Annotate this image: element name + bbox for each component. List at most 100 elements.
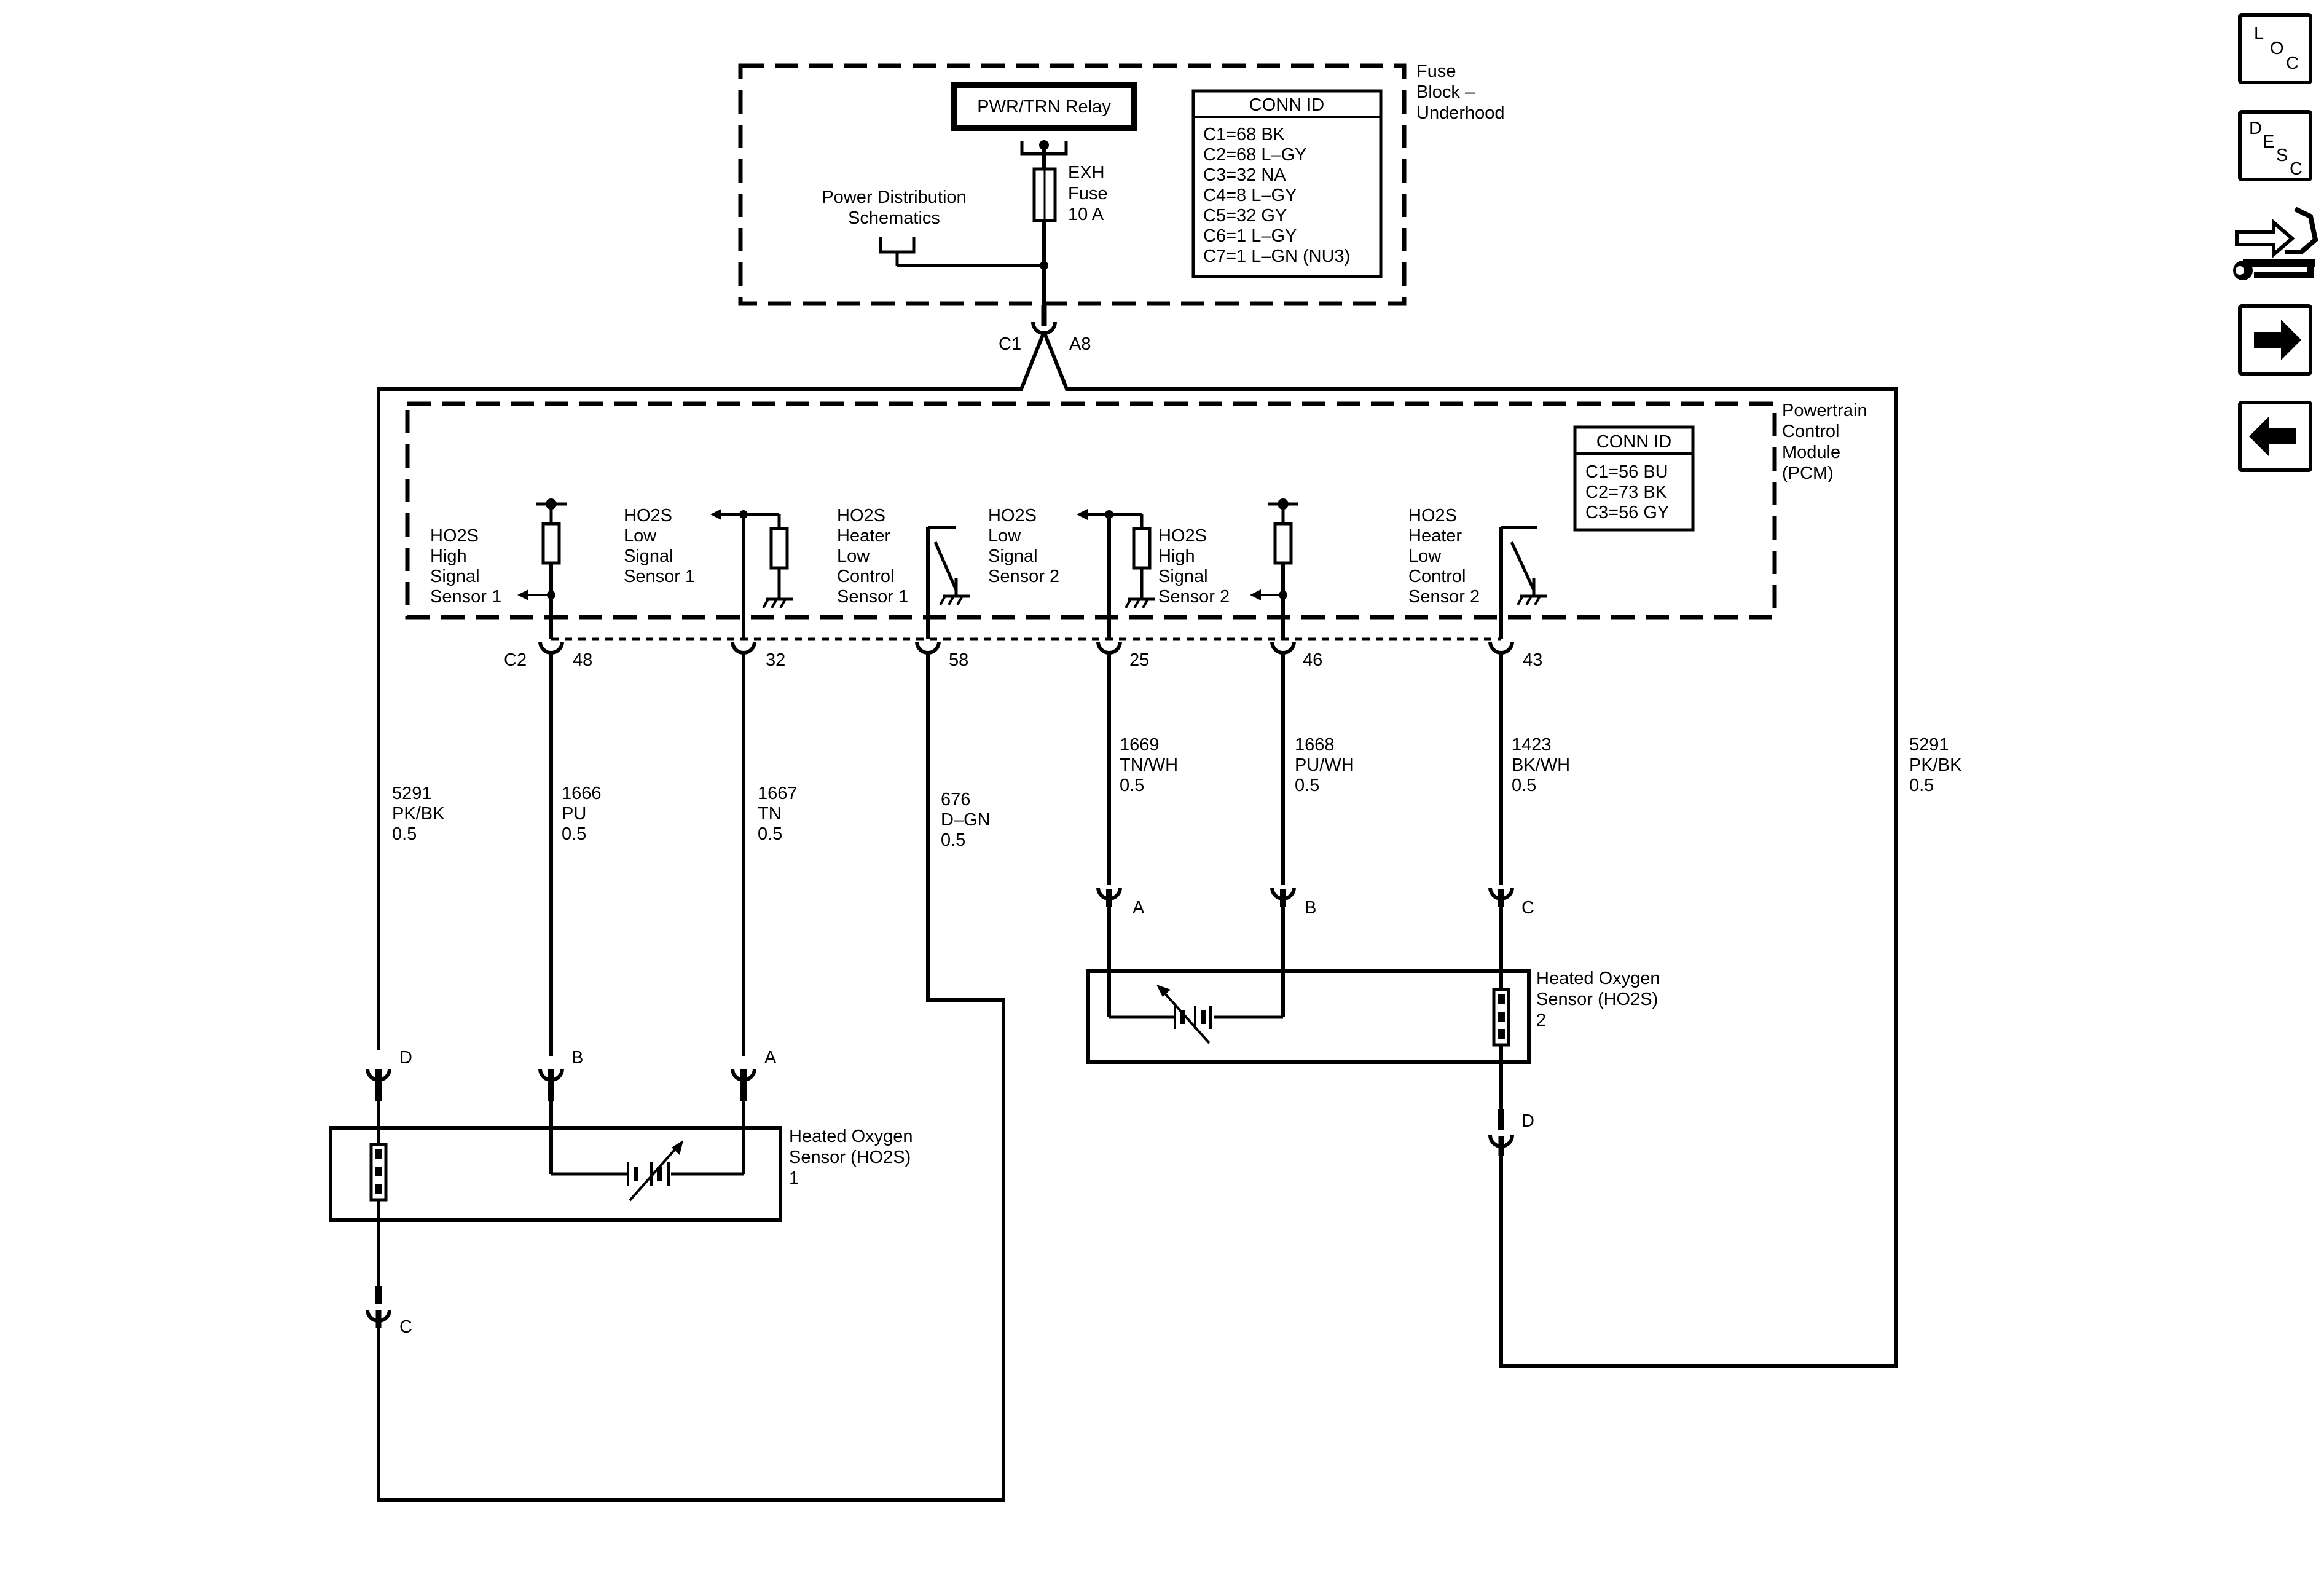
wire-color: PK/BK <box>392 804 445 824</box>
conn-id-row: C1=56 BU <box>1585 462 1668 482</box>
wire-number: 1423 <box>1512 735 1552 755</box>
relay-label: PWR/TRN Relay <box>977 97 1111 117</box>
pcm-c2-connector: C2 48 32 58 25 46 43 <box>504 637 1542 670</box>
signal-label: Signal <box>624 546 673 566</box>
fuse-connector-label: C1 <box>999 334 1021 354</box>
pcm-circuit-heater-control-sensor-1 <box>926 526 970 639</box>
pcm-circuit-low-signal-sensor-2 <box>1077 509 1155 639</box>
pcm-pin-label: 32 <box>766 650 785 670</box>
wire-label-1423: 1423 BK/WH 0.5 <box>1512 735 1570 795</box>
wire-color: PU/WH <box>1295 755 1354 775</box>
wire-number: 676 <box>941 790 970 809</box>
signal-label: Heater <box>837 526 890 546</box>
signal-label: HO2S <box>1158 526 1207 546</box>
pcm-name-4: (PCM) <box>1782 463 1834 483</box>
wire-label-676: 676 D–GN 0.5 <box>941 790 991 850</box>
signal-label: Sensor 1 <box>837 587 908 607</box>
signal-label: Sensor 2 <box>1158 587 1230 607</box>
wire-number: 1666 <box>562 784 602 803</box>
wire-size: 0.5 <box>1295 776 1319 795</box>
conn-id-row: C2=68 L–GY <box>1203 145 1306 165</box>
wire-color: PU <box>562 804 586 824</box>
wire-color: BK/WH <box>1512 755 1570 775</box>
next-arrow-icon <box>2254 320 2301 360</box>
signal-label: Heater <box>1408 526 1462 546</box>
signal-label: High <box>430 546 467 566</box>
wire-label-1669: 1669 TN/WH 0.5 <box>1120 735 1178 795</box>
fuse-pin-label: A8 <box>1069 334 1091 354</box>
conn-id-row: C6=1 L–GY <box>1203 226 1297 246</box>
wire-label-1666: 1666 PU 0.5 <box>562 784 602 844</box>
power-dist-label-1: Power Distribution <box>822 187 966 207</box>
wire-676 <box>377 652 1005 1502</box>
conn-id-row: C2=73 BK <box>1585 482 1668 502</box>
sensor1-name-2: Sensor (HO2S) <box>789 1148 911 1167</box>
signal-label: HO2S <box>1408 506 1457 526</box>
conn-id-row: C7=1 L–GN (NU3) <box>1203 246 1350 266</box>
next-button[interactable] <box>2238 304 2312 376</box>
power-dist-label-2: Schematics <box>848 208 940 228</box>
fuse-label-2: Fuse <box>1068 184 1107 203</box>
signal-label: High <box>1158 546 1195 566</box>
fuse-block-name-3: Underhood <box>1416 103 1505 123</box>
connector-end-view-icon <box>2233 207 2318 280</box>
pcm-pin-label: 43 <box>1523 650 1542 670</box>
conn-id-title: CONN ID <box>1249 95 1324 115</box>
sensor2-variable-cell-icon <box>1156 985 1212 1044</box>
signal-label: Sensor 2 <box>1408 587 1480 607</box>
loc-button[interactable]: L O C <box>2238 13 2312 84</box>
sensor2-pin-a: A <box>1133 898 1145 918</box>
signal-label: Signal <box>988 546 1038 566</box>
sensor2-name-2: Sensor (HO2S) <box>1536 990 1658 1009</box>
wire-size: 0.5 <box>758 824 782 844</box>
sensor1-pin-a: A <box>764 1048 777 1068</box>
sensor1-pin-b: B <box>571 1048 583 1068</box>
wire-number: 5291 <box>392 784 432 803</box>
desc-letter: S <box>2276 146 2288 165</box>
desc-letter: E <box>2263 132 2274 152</box>
fuse-block-name-2: Block – <box>1416 82 1475 102</box>
previous-arrow-icon <box>2249 416 2296 457</box>
exh-fuse <box>1032 167 1057 222</box>
loc-letter: L <box>2254 24 2264 44</box>
signal-label: Control <box>1408 567 1466 586</box>
pcm-pin-label: 58 <box>949 650 968 670</box>
signal-label: Low <box>837 546 870 566</box>
conn-id-row: C1=68 BK <box>1203 125 1286 144</box>
previous-button[interactable] <box>2238 401 2312 472</box>
pcm-circuit-high-signal-sensor-1 <box>517 498 567 639</box>
fuse-label-3: 10 A <box>1068 205 1104 224</box>
fuse-block-name-1: Fuse <box>1416 61 1456 81</box>
wire-label-5291-right: 5291 PK/BK 0.5 <box>1909 735 1962 795</box>
sensor2-pin-d: D <box>1521 1111 1534 1131</box>
signal-label: Low <box>988 526 1021 546</box>
loc-letter: O <box>2270 39 2284 58</box>
fuse-label-1: EXH <box>1068 163 1105 183</box>
loc-letter: C <box>2286 53 2299 73</box>
signal-label: Signal <box>430 567 480 586</box>
pcm-name-1: Powertrain <box>1782 401 1867 420</box>
signal-label: Low <box>624 526 657 546</box>
signal-label: HO2S <box>430 526 479 546</box>
sensor2-name-3: 2 <box>1536 1010 1546 1030</box>
pcm-circuit-high-signal-sensor-2 <box>1250 498 1298 639</box>
wire-number: 1668 <box>1295 735 1335 755</box>
wire-5291-left <box>377 331 1046 1050</box>
desc-letter: D <box>2249 119 2262 138</box>
heated-oxygen-sensor-2: A B C Heated Oxygen Sensor (HO2S) 2 <box>1086 888 1660 1156</box>
wire-size: 0.5 <box>1909 776 1934 795</box>
connector-end-view-button[interactable] <box>2233 207 2318 280</box>
wire-color: D–GN <box>941 810 991 830</box>
pcm-name-3: Module <box>1782 443 1840 462</box>
signal-label: Low <box>1408 546 1442 566</box>
pcm-circuit-heater-control-sensor-2 <box>1499 526 1547 639</box>
fuse-block-conn-id-table: CONN ID C1=68 BK C2=68 L–GY C3=32 NA C4=… <box>1191 89 1383 278</box>
wire-number: 1669 <box>1120 735 1160 755</box>
pcm-conn-id-table: CONN ID C1=56 BU C2=73 BK C3=56 GY <box>1573 425 1695 532</box>
desc-button[interactable]: D E S C <box>2238 110 2312 181</box>
pcm-module: Powertrain Control Module (PCM) CONN ID … <box>405 401 1867 639</box>
pcm-pin-label: 46 <box>1303 650 1322 670</box>
pwr-trn-relay: PWR/TRN Relay <box>951 82 1137 131</box>
wire-label-1668: 1668 PU/WH 0.5 <box>1295 735 1354 795</box>
desc-letter: C <box>2290 159 2302 179</box>
